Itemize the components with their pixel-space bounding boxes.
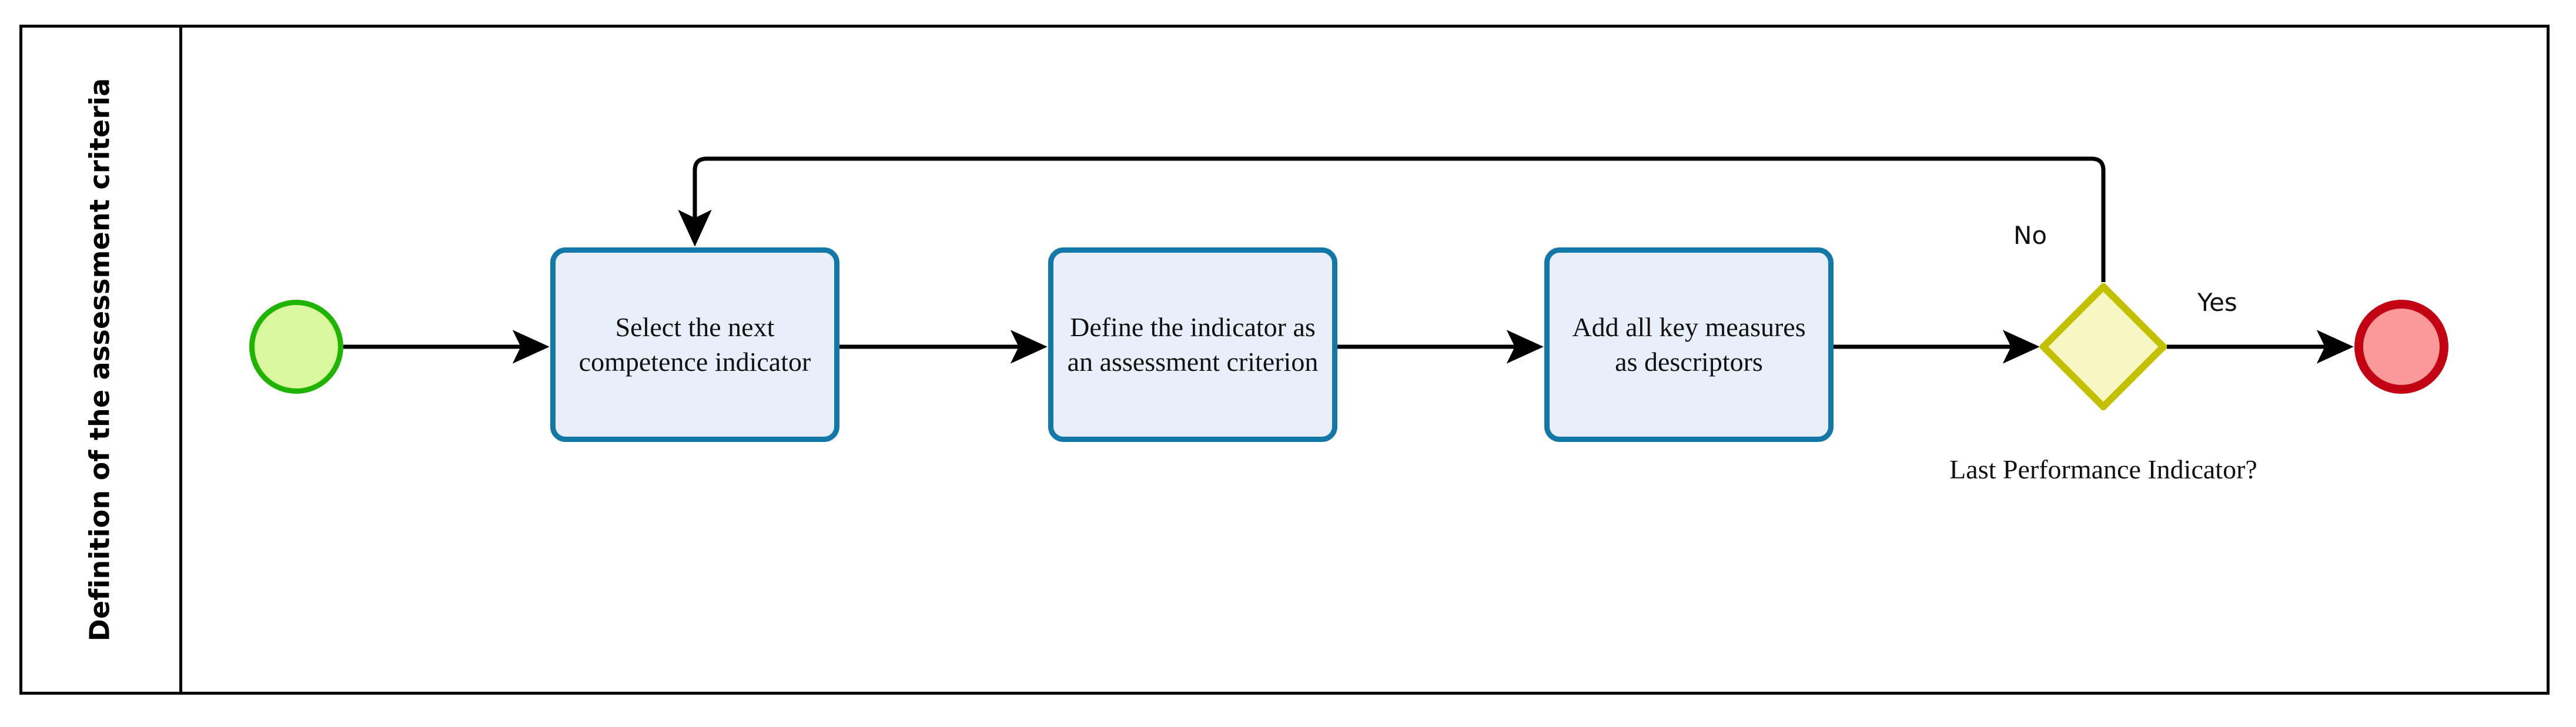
task-add-key-measures-as-descriptors[interactable]: Add all key measures as descriptors [1544,247,1834,442]
task3-label: Add all key measures as descriptors [1572,311,1806,377]
start-event[interactable] [249,300,343,394]
edge-label-no: No [2013,221,2048,250]
task-select-next-competence-indicator[interactable]: Select the next competence indicator [550,247,839,442]
exclusive-gateway[interactable] [2038,282,2169,412]
gateway-diamond-shape [2038,282,2169,412]
edge-label-yes: Yes [2197,288,2237,317]
end-event[interactable] [2354,300,2448,394]
task-define-indicator-as-assessment-criterion[interactable]: Define the indicator as an assessment cr… [1048,247,1337,442]
lane-title: Definition of the assessment criteria [83,78,116,642]
lane-header: Definition of the assessment criteria [19,25,179,695]
task1-label: Select the next competence indicator [578,311,811,377]
lane-header-divider [179,25,182,695]
task2-label: Define the indicator as an assessment cr… [1067,311,1319,377]
gateway-caption: Last Performance Indicator? [1949,454,2257,484]
